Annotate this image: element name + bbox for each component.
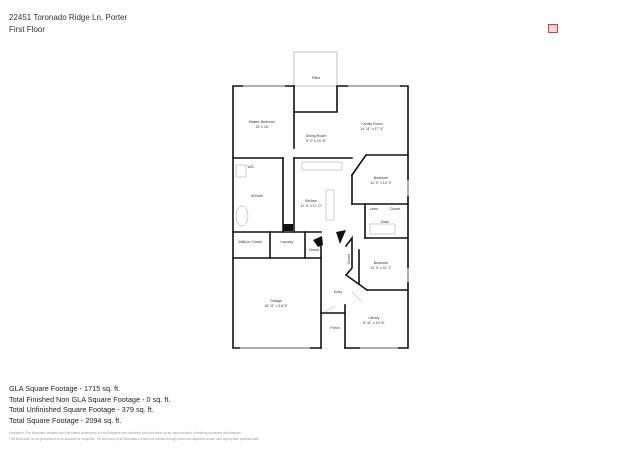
header: 22451 Toronado Ridge Ln, Porter First Fl… (9, 12, 127, 36)
floor-label: First Floor (9, 25, 45, 34)
room-dims: 9' 2" x 10' 8" (306, 138, 326, 143)
gla-footage: GLA Square Footage - 1715 sq. ft. (9, 384, 121, 393)
room-name: Porch (330, 326, 340, 330)
room-name: Walk-In Closet (238, 240, 262, 244)
room-label-closet-2: Closet (309, 248, 319, 253)
room-name: Closet (308, 248, 320, 252)
room-dims: 11' 3" x 17' 0" (300, 203, 322, 208)
disclaimer-line-2: This illustration is not guaranteed to b… (9, 437, 260, 441)
room-name: Kitchen (304, 199, 317, 203)
room-label-wic: WIC (248, 165, 255, 170)
room-name: Entry (333, 290, 343, 294)
room-name: Garage (269, 299, 282, 303)
disclaimer-line-1: Disclaimer: The floorplans depicted and … (9, 431, 242, 435)
room-name: Closet (389, 207, 401, 211)
room-label-bath: Bath (381, 220, 388, 225)
room-label-closet: Closet (390, 207, 400, 212)
room-label-closet-3: Closet (347, 254, 352, 264)
room-dims: 8' 11" x 10' 8" (363, 320, 385, 325)
room-name: Linen (369, 207, 379, 211)
room-name: Dining Room (305, 134, 327, 138)
room-dims: 18' 11" x 18' 5" (264, 303, 288, 308)
room-dims: 13' x 16' (255, 124, 269, 129)
room-dims: 11' 0" x 11' 1" (370, 265, 392, 270)
address-title: 22451 Toronado Ridge Ln, Porter (9, 13, 128, 22)
room-name: Family Room (361, 122, 383, 126)
room-label-m-bath: M Bath (251, 194, 262, 199)
room-dims: 11' 0" x 10' 3" (370, 180, 392, 185)
unfinished-footage: Total Unfinished Square Footage - 379 sq… (9, 405, 154, 414)
room-name: M Bath (251, 194, 263, 198)
disclaimer: Disclaimer: The floorplans depicted and … (9, 430, 259, 442)
room-name: WIC (247, 165, 255, 169)
room-label-walk-in-closet: Walk-In Closet (238, 240, 261, 245)
room-label-porch: Porch (330, 326, 339, 331)
room-name: Closet (346, 254, 351, 265)
room-name: Bedroom (373, 176, 389, 180)
room-label-patio: Patio (312, 76, 320, 81)
room-name: Laundry (280, 240, 294, 244)
room-name: Bedroom (373, 261, 389, 265)
room-label-entry: Entry (334, 290, 342, 295)
room-name: Bath (381, 220, 389, 224)
room-label-laundry: Laundry (281, 240, 294, 245)
non-gla-footage: Total Finished Non GLA Square Footage - … (9, 394, 171, 404)
room-dims: 14' 11" x 17' 4" (360, 126, 384, 131)
square-footage-summary: GLA Square Footage - 1715 sq. ft. Total … (9, 384, 170, 426)
room-label-linen: Linen (370, 207, 379, 212)
room-name: Master Bedroom (248, 120, 276, 124)
total-footage: Total Square Footage - 2094 sq. ft. (9, 415, 122, 425)
brand-logo-icon (548, 24, 558, 33)
room-name: Patio (311, 76, 321, 80)
room-name: Library (368, 316, 380, 320)
